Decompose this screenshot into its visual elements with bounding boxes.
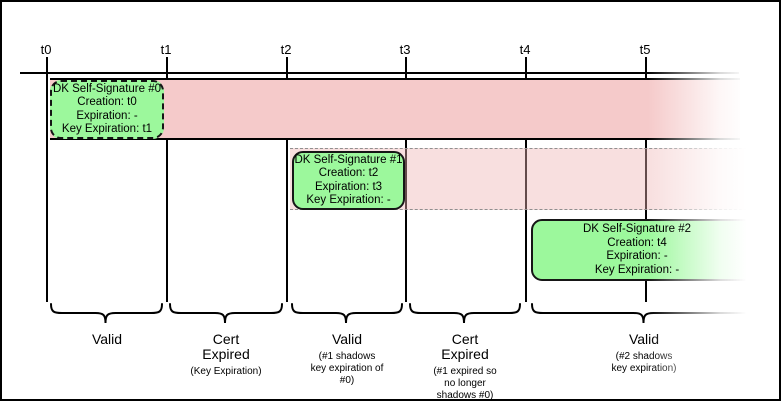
segment-brace-2 (291, 303, 403, 324)
timeline-axis (20, 72, 739, 74)
tick-line-t1 (166, 57, 168, 302)
segment-1-note: (Key Expiration) (190, 366, 262, 377)
tick-line-t5 (645, 57, 647, 302)
signature-2-expiration: Expiration: - (606, 250, 668, 262)
segment-0-label: Valid (91, 331, 123, 347)
tick-label-t4: t4 (519, 42, 531, 57)
segment-2: Valid (#1 shadows key expiration of #0) (272, 332, 422, 387)
segment-brace-0 (50, 303, 163, 324)
signature-1-title: DK Self-Signature #1 (294, 153, 403, 166)
tick-label-t1: t1 (160, 42, 172, 57)
tick-line-t2 (286, 57, 288, 302)
segment-3: Cert Expired (#1 expired so no longer sh… (390, 331, 540, 401)
signature-2-title: DK Self-Signature #2 (582, 223, 692, 235)
segment-4: Valid (#2 shadows key expiration) (559, 332, 729, 375)
segment-2-label: Valid (331, 331, 363, 347)
signature-box-1: DK Self-Signature #1 Creation: t2 Expira… (292, 151, 405, 210)
signature-1-key-expiration: Key Expiration: - (306, 194, 391, 206)
signature-1-creation: Creation: t2 (318, 167, 379, 179)
segment-3-note: (#1 expired so no longer shadows #0) (433, 366, 497, 401)
signature-0-creation: Creation: t0 (77, 96, 137, 108)
signature-0-expiration: Expiration: - (76, 109, 138, 122)
segment-1-label: Cert Expired (202, 331, 250, 362)
segment-2-note: (#1 shadows key expiration of #0) (310, 351, 384, 386)
segment-0: Valid (32, 332, 182, 351)
signature-box-0: DK Self-Signature #0 Creation: t0 Expira… (50, 80, 164, 139)
signature0-validity-band (50, 78, 740, 140)
tick-label-t0: t0 (40, 42, 52, 57)
signature-0-title: DK Self-Signature #0 (52, 82, 162, 95)
signature-1-expiration: Expiration: t3 (314, 180, 383, 193)
segment-4-label: Valid (628, 331, 660, 347)
segment-brace-3 (409, 303, 521, 324)
tick-line-t4 (525, 57, 527, 302)
segment-4-note: (#2 shadows key expiration) (611, 351, 677, 374)
signature-2-key-expiration: Key Expiration: - (594, 263, 680, 276)
segment-3-label: Cert Expired (441, 331, 489, 362)
tick-label-t5: t5 (639, 42, 651, 57)
segment-brace-1 (169, 303, 283, 324)
tick-line-t0 (46, 57, 48, 302)
signature-0-key-expiration: Key Expiration: t1 (61, 123, 153, 135)
signature-box-2-text: DK Self-Signature #2 Creation: t4 Expira… (531, 219, 743, 281)
segment-brace-4 (531, 303, 758, 324)
tick-line-t3 (405, 57, 407, 302)
tick-label-t3: t3 (399, 42, 411, 57)
signature-2-creation: Creation: t4 (607, 236, 667, 249)
segment-1: Cert Expired (Key Expiration) (151, 332, 301, 378)
tick-label-t2: t2 (280, 42, 292, 57)
